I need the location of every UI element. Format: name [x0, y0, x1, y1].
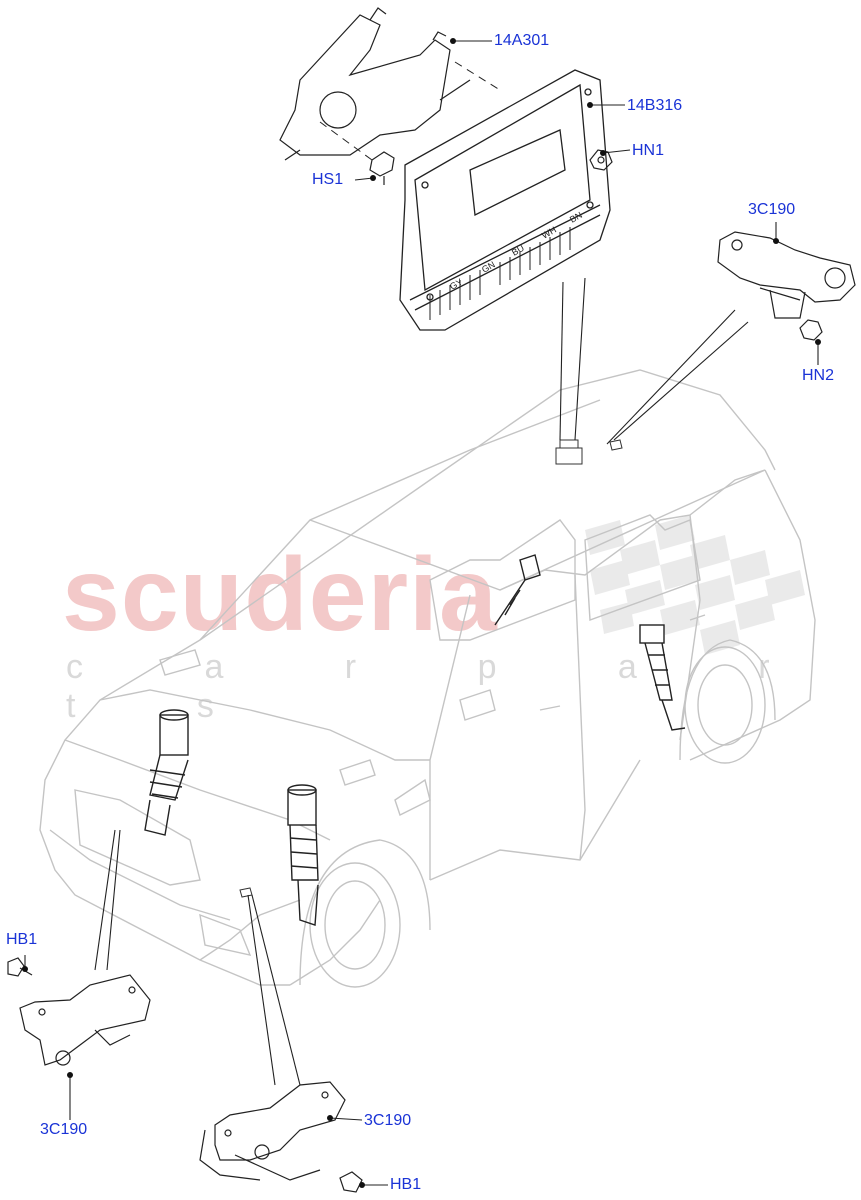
air-spring-rear-left — [494, 554, 541, 626]
air-spring-front-left — [144, 709, 189, 836]
connector-label-gn: GN — [480, 259, 497, 274]
connector-label-bu: BU — [510, 243, 526, 258]
callout-14b316: 14B316 — [627, 97, 683, 114]
height-sensor-front-left — [19, 974, 151, 1066]
callout-14a301: 14A301 — [494, 32, 550, 49]
callout-hb1-bottom: HB1 — [390, 1176, 422, 1193]
callout-3c190-front-right: 3C190 — [364, 1112, 412, 1129]
watermark-brand: scuderia — [62, 537, 498, 653]
vehicle-outline — [39, 369, 816, 988]
nut-hn1 — [589, 149, 613, 171]
callout-hn1: HN1 — [632, 142, 665, 159]
screw-hs1 — [369, 151, 395, 185]
module-connector-labels: GY GN BU WH BN — [448, 210, 584, 292]
control-module — [399, 69, 611, 331]
air-spring-rear-right — [639, 624, 686, 731]
alignment-dashes — [319, 61, 501, 161]
air-spring-front-right — [287, 784, 319, 926]
bolt-hb1-bottom — [339, 1171, 363, 1193]
ride-height-parts — [7, 7, 856, 1193]
vehicle-mount-points — [239, 439, 623, 898]
connector-label-bn: BN — [568, 210, 584, 225]
height-sensor-front-right — [199, 1081, 346, 1181]
nut-hn2 — [799, 319, 823, 341]
bolt-hb1-left — [7, 957, 33, 977]
callout-hs1: HS1 — [312, 171, 344, 188]
callout-3c190-rear: 3C190 — [748, 201, 796, 218]
callout-hn2: HN2 — [802, 367, 835, 384]
checkered-flag-watermark — [585, 515, 805, 655]
mounting-bracket-top — [279, 7, 471, 161]
callout-hb1-left: HB1 — [6, 931, 38, 948]
callout-3c190-front-left: 3C190 — [40, 1121, 88, 1138]
height-sensor-rear — [717, 231, 856, 319]
callout-dots — [22, 38, 821, 1188]
leader-lines — [24, 40, 819, 1186]
